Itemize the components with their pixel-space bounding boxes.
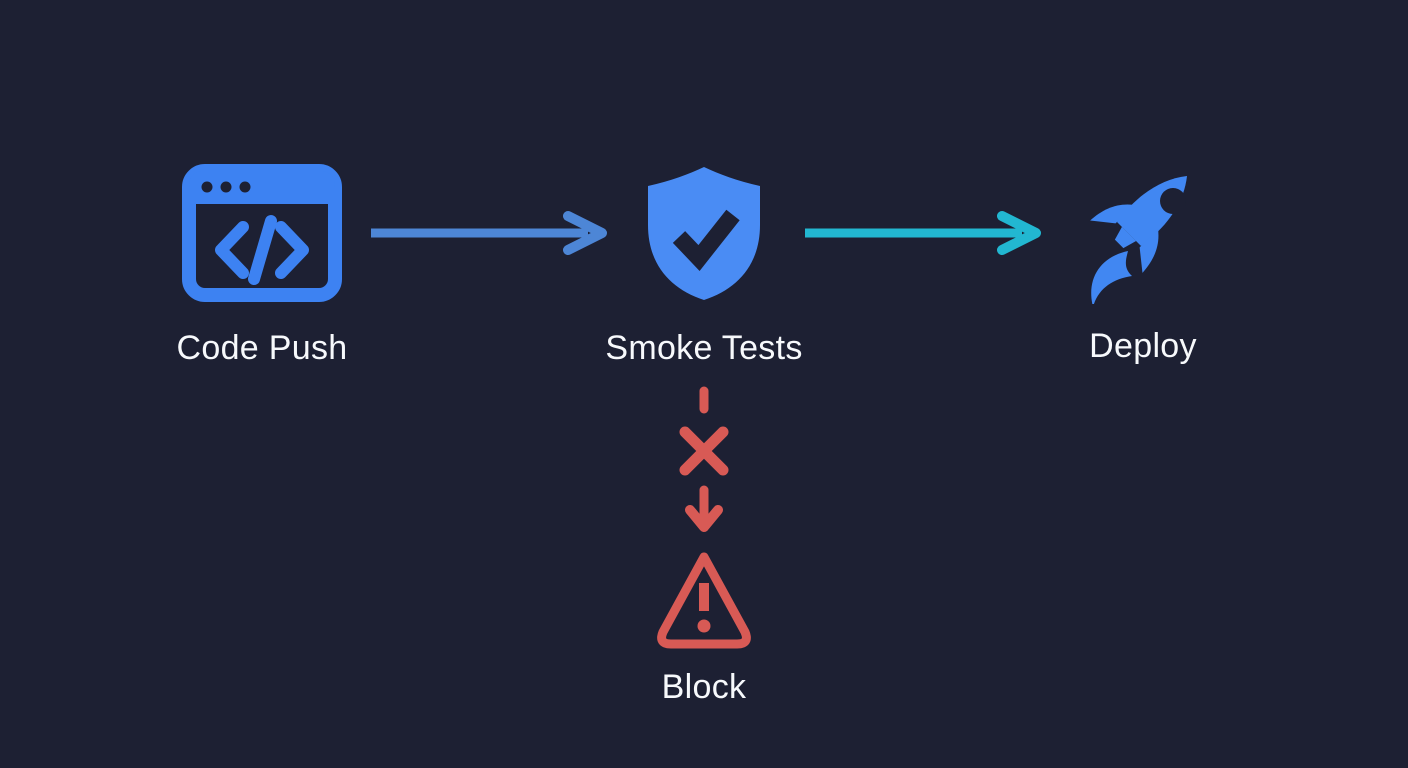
warning-triangle-icon xyxy=(653,548,755,652)
edge-codepush-smoketests xyxy=(366,210,608,261)
code-window-icon xyxy=(181,160,343,305)
node-label-block: Block xyxy=(661,668,747,706)
arrow-right-icon xyxy=(371,211,607,255)
edge-smoketests-block xyxy=(674,384,734,541)
fail-arrow-down-icon xyxy=(679,386,729,532)
node-deploy: Deploy xyxy=(983,158,1303,366)
shield-check-icon xyxy=(642,160,766,305)
node-block: Block xyxy=(544,548,864,707)
node-smoke-tests: Smoke Tests xyxy=(544,160,864,368)
node-label-smoke-tests: Smoke Tests xyxy=(605,329,803,367)
arrow-right-icon xyxy=(805,211,1041,255)
node-code-push: Code Push xyxy=(102,160,422,368)
rocket-icon xyxy=(1072,158,1214,304)
edge-smoketests-deploy xyxy=(800,210,1042,261)
node-label-code-push: Code Push xyxy=(176,329,348,367)
node-label-deploy: Deploy xyxy=(1089,327,1197,365)
